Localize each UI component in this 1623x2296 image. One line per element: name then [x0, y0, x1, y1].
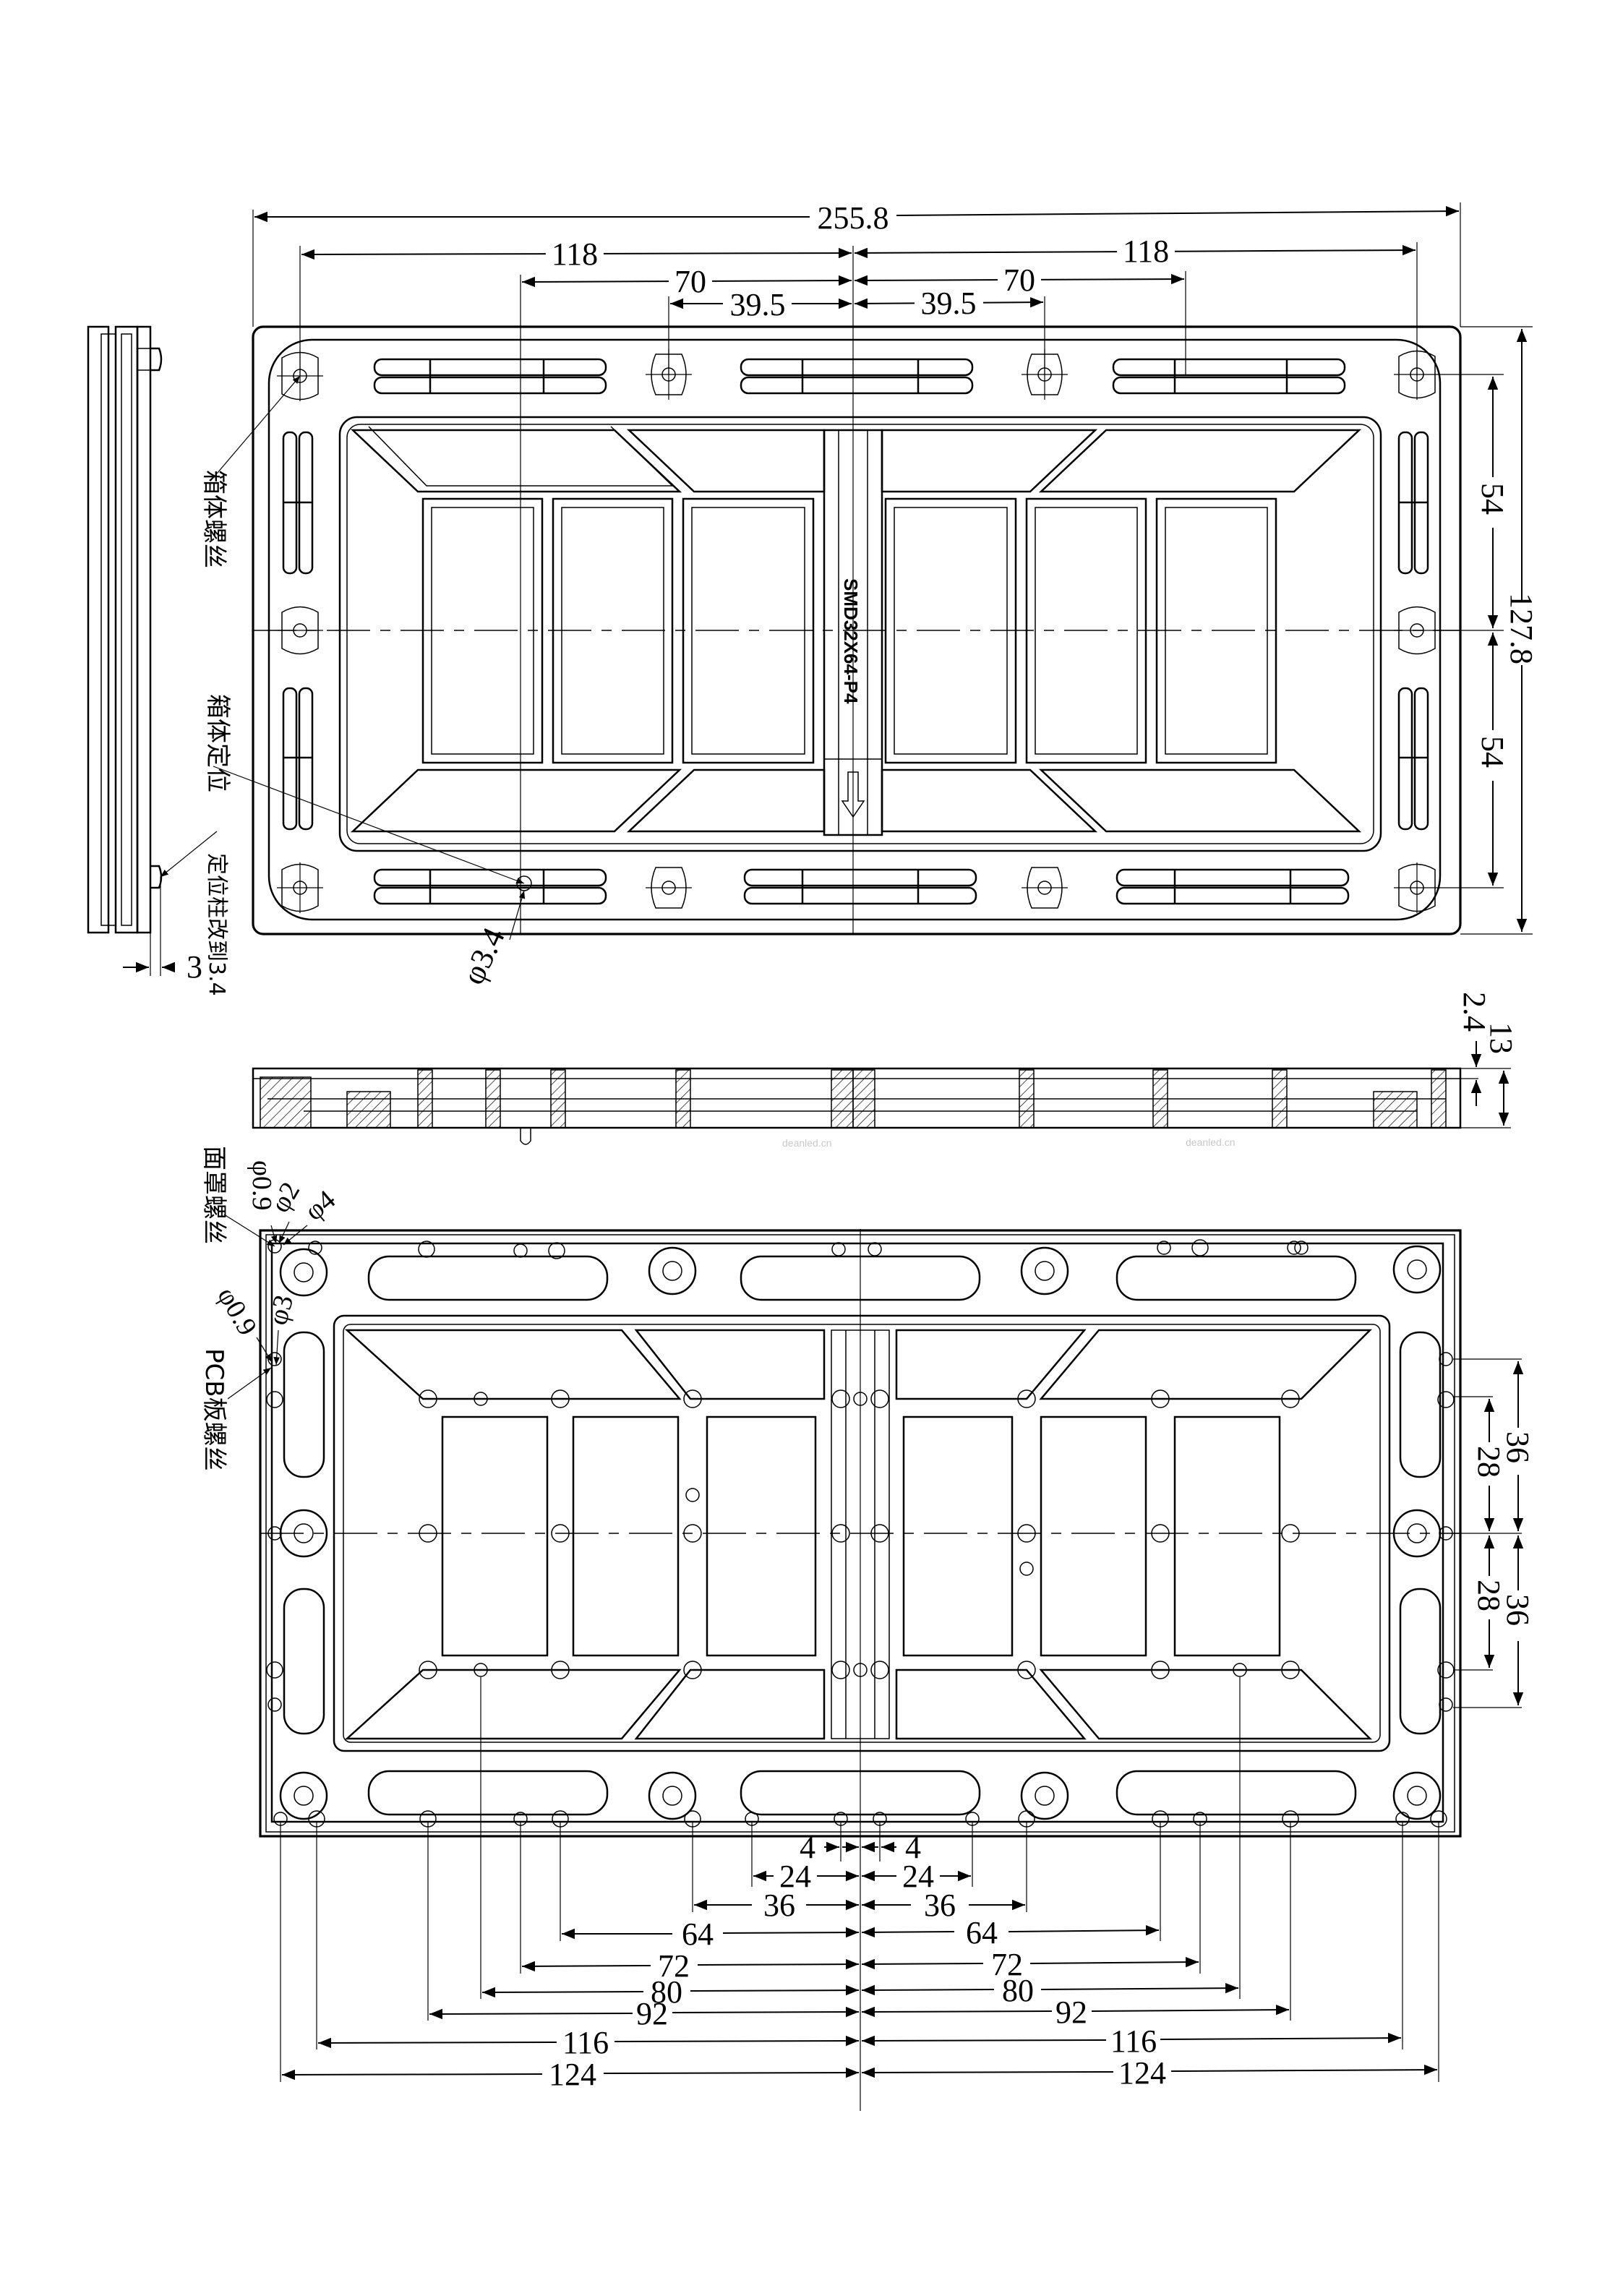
dim-118-right: 118	[1123, 234, 1169, 269]
note-pin-change: 定位柱改到3.4	[204, 853, 229, 996]
dim-116-left: 116	[562, 2025, 609, 2060]
dim-80-right: 80	[1002, 1973, 1034, 2008]
bottom-view-vertical-dims: 28 36 28 36	[1453, 1358, 1536, 1708]
dim-4-left: 4	[800, 1830, 815, 1865]
note-pcb-d2: φ3	[262, 1292, 299, 1328]
top-view-ribs	[350, 426, 1362, 836]
top-view-slots	[282, 358, 1429, 905]
dim-24-right: 24	[902, 1859, 934, 1894]
note-mask-screw: 面罩螺丝	[200, 1146, 228, 1244]
dim-36-upper: 36	[1500, 1431, 1536, 1463]
dim-overall-width: 255.8	[818, 200, 889, 236]
dim-118-left: 118	[552, 236, 598, 272]
dim-80-left: 80	[651, 1974, 682, 2010]
dim-36-right: 36	[924, 1888, 956, 1923]
dim-28-lower: 28	[1471, 1580, 1507, 1611]
dim-70-right: 70	[1003, 262, 1035, 298]
dim-39-5-right: 39.5	[921, 286, 977, 321]
dim-24-left: 24	[779, 1859, 811, 1894]
note-pcb-d1: φ0.9	[211, 1282, 262, 1341]
dim-28-upper: 28	[1471, 1446, 1507, 1478]
dim-64-left: 64	[682, 1916, 714, 1952]
dim-124-right: 124	[1118, 2055, 1166, 2091]
dim-72-left: 72	[658, 1948, 690, 1984]
dim-124-left: 124	[549, 2057, 596, 2092]
watermark: deanled.cn	[782, 1137, 832, 1149]
section-view: 13 2.4 deanled.cn deanled.cn	[252, 992, 1519, 1149]
top-view: SMD32X64-P4 255.8 118 118 70 70 39.5 39	[200, 200, 1539, 990]
dim-70-left: 70	[675, 264, 706, 299]
note-mask-d1: φ0.9	[247, 1160, 277, 1210]
dim-pin-offset: 3	[187, 949, 202, 985]
dim-4-right: 4	[905, 1830, 921, 1865]
model-label: SMD32X64-P4	[840, 578, 862, 704]
dim-64-right: 64	[966, 1915, 998, 1950]
bottom-view-ribs	[344, 1329, 1373, 1740]
dim-step-height: 2.4	[1457, 992, 1492, 1032]
dim-92-right: 92	[1055, 1995, 1087, 2030]
dim-overall-height: 127.8	[1504, 593, 1539, 664]
bottom-view-bosses	[279, 1245, 1442, 1820]
dim-92-left: 92	[636, 1996, 668, 2031]
side-profile-view: 3 定位柱改到3.4	[87, 325, 229, 996]
dim-total-height: 13	[1483, 1022, 1519, 1054]
bottom-view: 面罩螺丝 φ0.9 φ2 φ4 φ0.9 φ3 PCB板螺丝 28	[200, 1146, 1536, 2111]
bottom-view-horizontal-dims: 4 4 24 24 36 36 64 64 72 72 80	[280, 1677, 1439, 2092]
top-view-cavity	[338, 416, 1382, 852]
note-mask-d3: φ4	[299, 1184, 341, 1226]
dim-36-lower: 36	[1500, 1594, 1536, 1626]
top-view-dimensions: 255.8 118 118 70 70 39.5 39.5 127.8	[252, 200, 1539, 935]
dim-39-5-left: 39.5	[730, 287, 786, 322]
note-pcb-screw: PCB板螺丝	[200, 1348, 228, 1471]
dim-54-upper: 54	[1475, 483, 1510, 515]
dim-72-right: 72	[991, 1947, 1023, 1982]
top-view-inner-rim	[267, 338, 1442, 921]
direction-arrow-icon	[841, 771, 865, 818]
bottom-view-slots	[283, 1255, 1442, 1816]
note-cabinet-locating: 箱体定位	[203, 694, 232, 792]
dim-54-lower: 54	[1475, 736, 1510, 768]
dim-116-right: 116	[1110, 2023, 1157, 2059]
watermark-2: deanled.cn	[1186, 1136, 1236, 1148]
note-cabinet-screw: 箱体螺丝	[200, 470, 228, 568]
dim-36-left: 36	[763, 1888, 795, 1923]
note-locating-hole-diameter: φ3.4	[455, 922, 512, 990]
